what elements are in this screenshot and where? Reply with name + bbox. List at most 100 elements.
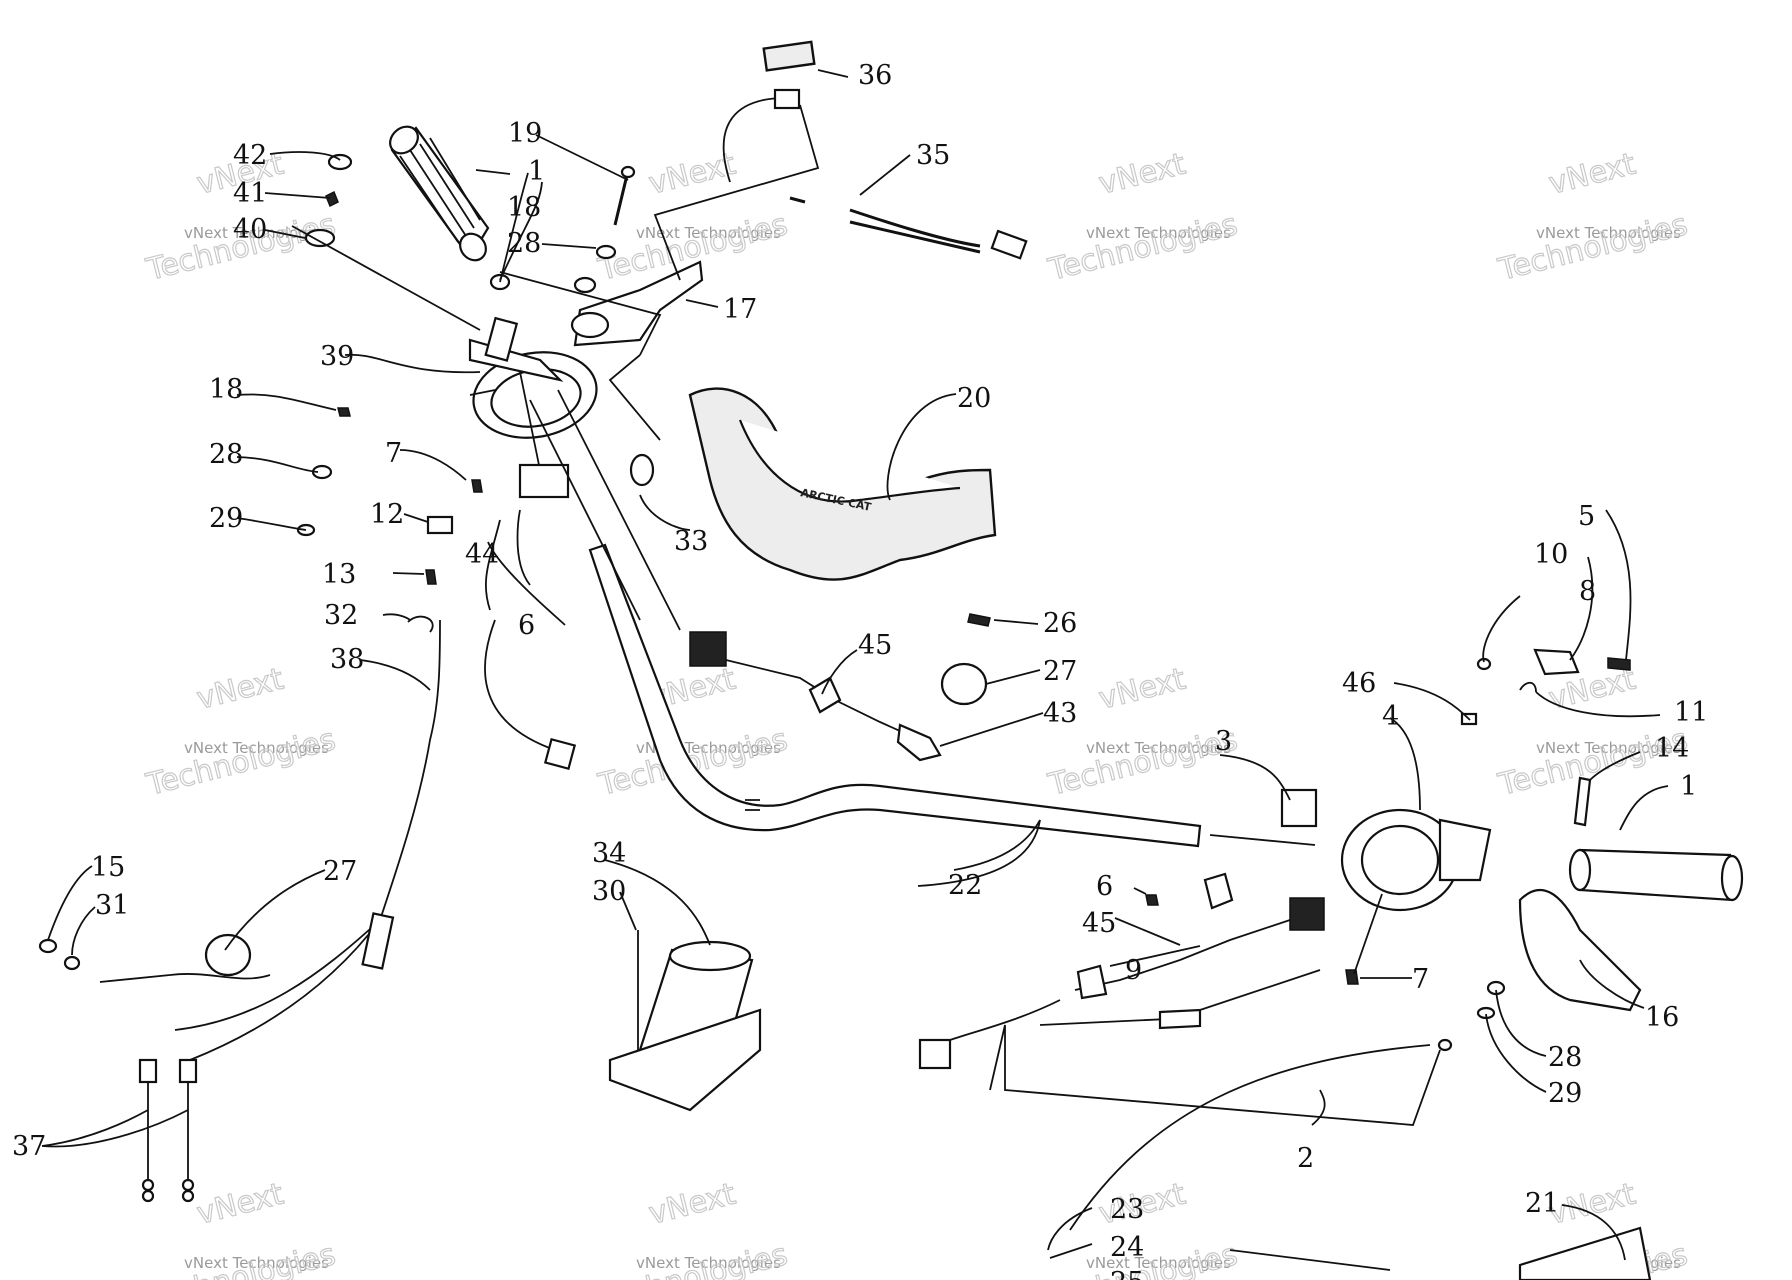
callout-34: 34	[592, 838, 626, 869]
watermark-tile: vNext vNext Technologies Technologies	[594, 1176, 792, 1280]
lower-bracket	[1518, 1226, 1652, 1280]
handlebar	[588, 543, 1202, 848]
clip	[407, 615, 434, 633]
callout-21: 21	[1525, 1188, 1559, 1219]
bracket	[570, 260, 704, 347]
watermark-small: vNext Technologies	[1536, 224, 1681, 242]
watermark-top: vNext	[1545, 1177, 1639, 1232]
wire	[1074, 919, 1291, 991]
callout-19: 19	[508, 118, 542, 149]
cable	[99, 973, 271, 983]
block	[1533, 648, 1580, 676]
callout-32: 32	[324, 600, 358, 631]
watermark-small: vNext Technologies	[184, 1254, 329, 1272]
connector	[543, 737, 577, 771]
watermark-top: vNext	[645, 1177, 739, 1232]
screw	[1607, 657, 1631, 671]
callout-16: 16	[1645, 1002, 1679, 1033]
callout-9: 9	[1125, 955, 1142, 986]
pin-head	[620, 165, 636, 179]
callout-41: 41	[233, 178, 267, 209]
watermark-top: vNext	[645, 147, 739, 202]
callout-30: 30	[592, 876, 626, 907]
connector	[896, 723, 942, 762]
callout-43: 43	[1043, 698, 1077, 729]
callout-24: 24	[1110, 1232, 1144, 1263]
watermark-big: Technologies	[1044, 207, 1240, 288]
watermark-small: vNext Technologies	[636, 224, 781, 242]
callout-18: 18	[507, 192, 541, 223]
callout-40: 40	[233, 214, 267, 245]
callout-45: 45	[1082, 908, 1116, 939]
callout-11: 11	[1674, 697, 1708, 728]
connector	[1158, 1008, 1202, 1030]
callout-42: 42	[233, 140, 267, 171]
callout-33: 33	[674, 526, 708, 557]
grip-left	[389, 125, 490, 262]
callout-23: 23	[1110, 1194, 1144, 1225]
block	[426, 515, 454, 535]
callout-22: 22	[948, 870, 982, 901]
watermark-small: vNext Technologies	[1536, 739, 1681, 757]
connector	[773, 88, 801, 110]
callout-28: 28	[507, 228, 541, 259]
callout-14: 14	[1655, 733, 1689, 764]
clamp	[204, 933, 252, 977]
pin	[613, 174, 629, 226]
throttle-lever	[1518, 889, 1642, 1012]
callout-10: 10	[1534, 539, 1568, 570]
watermark-tile: vNext vNext Technologies Technologies	[142, 661, 340, 804]
callout-6: 6	[518, 610, 535, 641]
callout-28: 28	[209, 439, 243, 470]
watermark-tile: vNext vNext Technologies Technologies	[142, 1176, 340, 1280]
mount	[808, 676, 842, 714]
connector	[689, 631, 727, 667]
callout-25: 25	[1110, 1267, 1144, 1280]
callout-3: 3	[1215, 726, 1232, 757]
watermark-top: vNext	[1095, 147, 1189, 202]
clip	[629, 453, 655, 487]
callout-1: 1	[528, 156, 545, 187]
callout-2: 2	[1297, 1143, 1314, 1174]
screw	[1145, 894, 1159, 906]
watermark-top: vNext	[193, 1177, 287, 1232]
cable	[174, 919, 381, 1061]
watermark-small: vNext Technologies	[636, 1254, 781, 1272]
callout-20: 20	[957, 383, 991, 414]
connector	[1076, 964, 1108, 1000]
watermark-tile: vNext vNext Technologies Technologies	[1494, 146, 1692, 289]
cable	[1069, 1044, 1431, 1231]
pad	[762, 40, 816, 72]
cable	[789, 196, 981, 254]
watermark-small: vNext Technologies	[1086, 224, 1231, 242]
housing-left	[468, 316, 598, 471]
cable-ends	[138, 1058, 198, 1203]
watermark-big: Technologies	[1044, 722, 1240, 803]
callout-29: 29	[1548, 1078, 1582, 1109]
washer	[63, 955, 81, 971]
watermark-small: vNext Technologies	[184, 739, 329, 757]
washer	[38, 938, 58, 954]
bolt	[1353, 893, 1383, 975]
watermark-big: Technologies	[142, 1237, 338, 1280]
steering-support	[608, 940, 762, 1112]
callout-18: 18	[209, 374, 243, 405]
callout-37: 37	[12, 1131, 46, 1162]
watermark-top: vNext	[1095, 662, 1189, 717]
watermark-big: Technologies	[142, 722, 338, 803]
screw	[471, 479, 483, 493]
screw	[1345, 969, 1359, 985]
callout-35: 35	[916, 140, 950, 171]
watermark-small: vNext Technologies	[1086, 1254, 1231, 1272]
clamp	[940, 662, 988, 706]
watermark-big: Technologies	[1494, 207, 1690, 288]
grip-right	[1568, 848, 1744, 902]
hood: ARCTIC CAT	[688, 387, 997, 581]
part-drawings: ARCTIC CAT	[38, 40, 1744, 1280]
callouts: 1 1 2 3 4 5 6 6 7 7 8 9 10 11 12 13 14 1…	[12, 60, 1708, 1280]
screw	[425, 569, 437, 585]
wire	[529, 389, 681, 631]
watermark-layer: vNext vNext Technologies Technologies vN…	[142, 146, 1692, 1280]
wire	[653, 97, 820, 281]
